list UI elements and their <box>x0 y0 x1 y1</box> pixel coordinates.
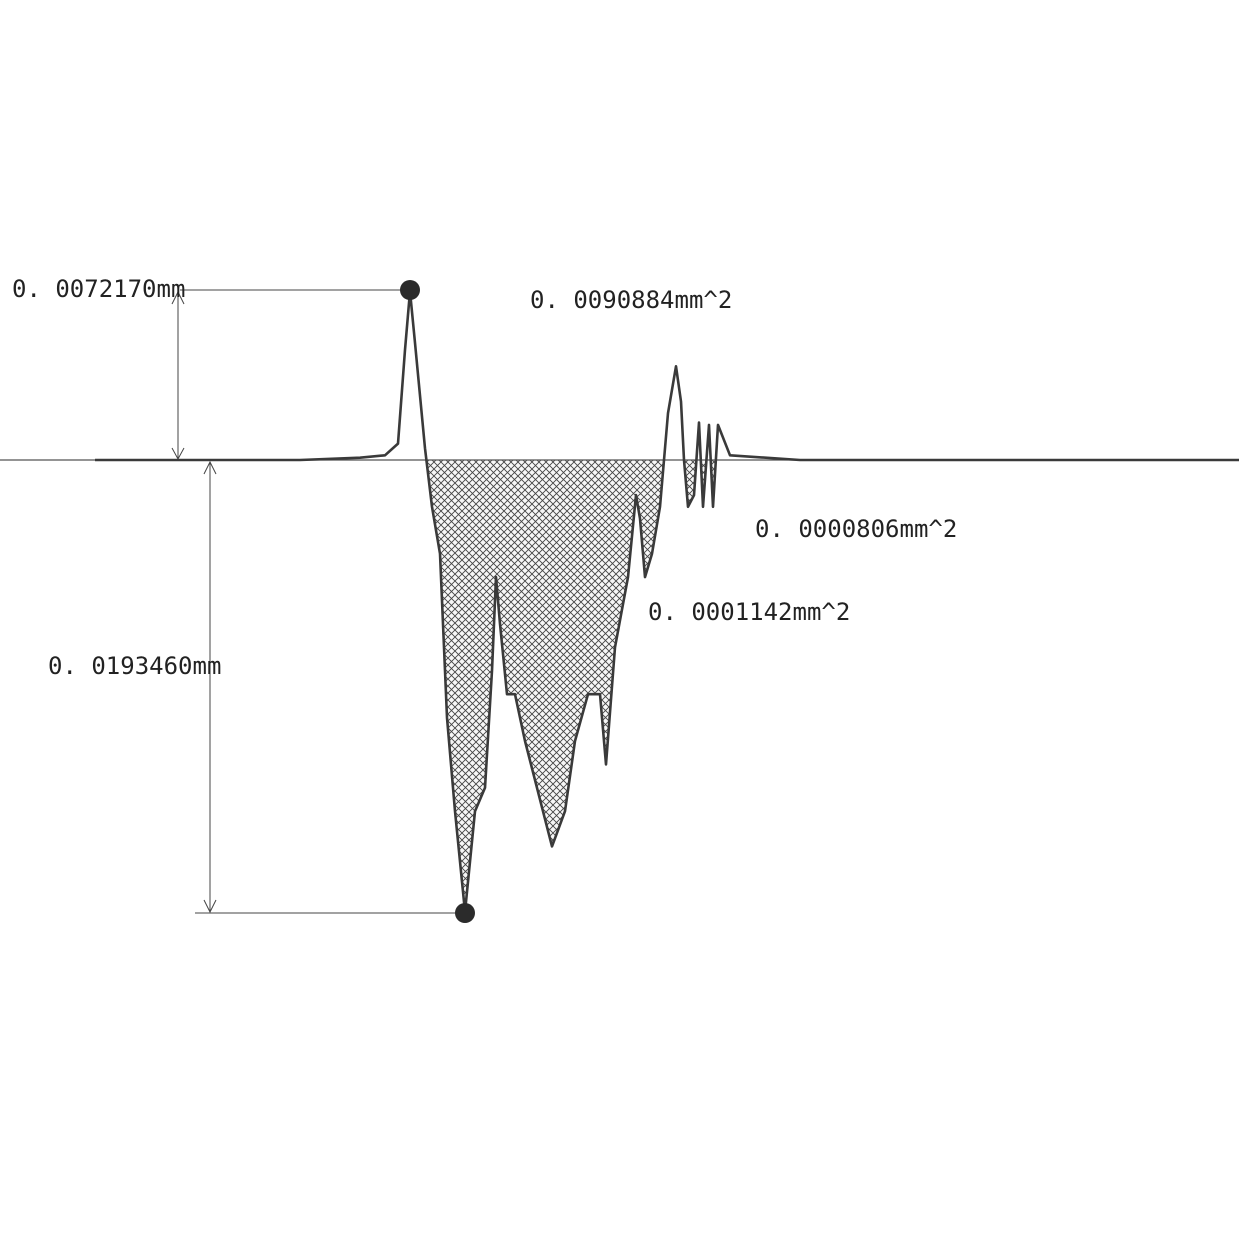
valley-arrow-top <box>203 460 217 475</box>
valley-depth-dimension <box>195 460 475 923</box>
peak-height-dimension <box>171 280 420 461</box>
valley-marker <box>455 903 475 923</box>
hatched-area-group <box>426 460 716 912</box>
main-area-label: 0. 0090884mm^2 <box>530 286 732 314</box>
peak-arrow-bottom <box>171 447 185 461</box>
profile-line <box>95 290 1239 914</box>
smallest-area-label: 0. 0000806mm^2 <box>755 515 957 543</box>
peak-arrow-top <box>171 290 185 305</box>
small-area-label: 0. 0001142mm^2 <box>648 598 850 626</box>
valley-arrow-bottom <box>203 899 217 914</box>
peak-marker <box>400 280 420 300</box>
peak-height-label: 0. 0072170mm <box>12 275 185 303</box>
hatched-area-1 <box>426 460 664 912</box>
valley-depth-label: 0. 0193460mm <box>48 652 221 680</box>
